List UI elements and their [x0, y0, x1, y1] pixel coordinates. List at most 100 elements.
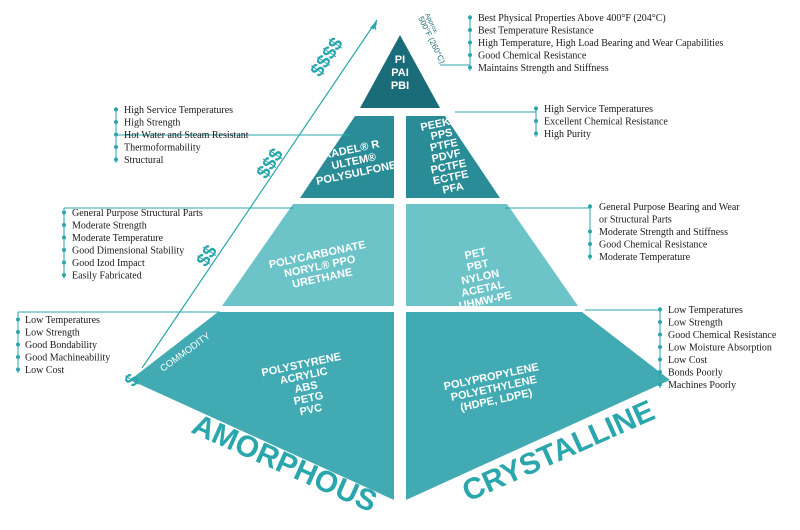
property-item: General Purpose Bearing and Wear	[599, 202, 740, 213]
property-item: Good Dimensional Stability	[72, 246, 184, 257]
bullet-dot	[534, 131, 538, 136]
property-item: Structural	[124, 155, 164, 166]
property-item: Moderate Temperature	[599, 252, 691, 263]
bullet-dot	[114, 145, 118, 149]
property-item: Moderate Temperature	[72, 233, 164, 244]
property-item: Good Chemical Resistance	[599, 240, 708, 251]
property-item: High Strength	[124, 118, 180, 129]
imidized-section	[360, 35, 440, 108]
property-item: Good Chemical Resistance	[668, 330, 777, 341]
property-item: Low Cost	[25, 365, 64, 376]
bullet-dot	[16, 330, 20, 334]
bullet-dot	[468, 53, 472, 57]
bullet-dot	[62, 260, 66, 265]
bullet-dot	[588, 254, 592, 259]
property-item: Moderate Strength and Stiffness	[599, 227, 728, 238]
property-item: or Structural Parts	[599, 215, 672, 226]
bullet-dot	[62, 273, 66, 277]
property-item: Moderate Strength	[72, 221, 147, 232]
com-crystalline-section	[406, 312, 670, 500]
property-item: Maintains Strength and Stiffness	[478, 63, 609, 74]
bullet-dot	[658, 320, 662, 324]
property-item: Low Moisture Absorption	[668, 343, 772, 354]
bullet-dot	[658, 307, 662, 312]
material-name: PBI	[391, 80, 409, 92]
bullet-dot	[588, 229, 592, 234]
property-item: Easily Fabricated	[72, 271, 142, 282]
bullet-dot	[658, 357, 662, 362]
bullet-dot	[16, 317, 20, 322]
tier-arrow-line	[141, 19, 378, 369]
bullet-dot	[62, 248, 66, 252]
property-item: Good Chemical Resistance	[478, 51, 587, 62]
bullet-dot	[114, 157, 118, 162]
property-item: Low Strength	[668, 318, 723, 329]
property-item: High Service Temperatures	[544, 104, 653, 115]
bullet-dot	[658, 332, 662, 337]
property-item: Best Physical Properties Above 400°F (20…	[478, 13, 666, 24]
bullet-dot	[468, 28, 472, 32]
bullet-dot	[114, 107, 118, 112]
tier-arrow-head	[370, 20, 377, 30]
property-item: Good Bondability	[25, 340, 97, 351]
property-item: Best Temperature Resistance	[478, 26, 594, 37]
properties-eng-amorphous: General Purpose Structural PartsModerate…	[62, 207, 294, 282]
bullet-dot	[62, 235, 66, 240]
bullet-dot	[658, 382, 662, 387]
bullet-dot	[16, 355, 20, 359]
bullet-dot	[468, 65, 472, 70]
property-item: Good Machineability	[25, 353, 110, 364]
cost-engineering: $$	[193, 241, 222, 271]
bullet-dot	[534, 119, 538, 123]
material-name: PAI	[391, 67, 409, 79]
property-item: Low Temperatures	[25, 315, 100, 326]
bullet-dot	[62, 210, 66, 215]
bullet-dot	[468, 40, 472, 45]
property-item: Bonds Poorly	[668, 368, 723, 379]
property-item: Hot Water and Steam Resistant	[124, 130, 249, 141]
property-item: Machines Poorly	[668, 380, 736, 391]
properties-eng-crystalline: General Purpose Bearing and Wear or Struc…	[505, 202, 740, 263]
property-item: Thermoformability	[124, 143, 201, 154]
bullet-dot	[534, 106, 538, 111]
material-name: PET	[464, 246, 488, 262]
cost-high-performance: $$$	[253, 144, 288, 182]
property-item: Low Strength	[25, 328, 80, 339]
bullet-dot	[658, 345, 662, 349]
bullet-dot	[468, 15, 472, 20]
com-amorphous-section	[130, 312, 394, 500]
eng-amorphous-section	[222, 204, 394, 306]
hp-amorphous-section	[300, 116, 394, 198]
bullet-dot	[114, 120, 118, 124]
property-item: Excellent Chemical Resistance	[544, 117, 668, 128]
hp-crystalline-section	[406, 116, 500, 198]
eng-crystalline-section	[406, 204, 578, 306]
bullet-dot	[114, 132, 118, 137]
bullet-dot	[16, 367, 20, 372]
tier-label-imidized: IMIDIZED	[354, 21, 387, 62]
bullet-dot	[588, 242, 592, 246]
property-item: High Service Temperatures	[124, 105, 233, 116]
material-name: PFA	[441, 181, 464, 197]
material-name: PVC	[299, 402, 324, 418]
bullet-dot	[16, 342, 20, 347]
material-name: PTFE	[429, 137, 459, 155]
material-name: ABS	[294, 379, 319, 396]
bullet-dot	[62, 223, 66, 227]
property-item: High Temperature, High Load Bearing and …	[478, 38, 723, 49]
material-name: PPS	[430, 127, 454, 143]
property-item: General Purpose Structural Parts	[72, 208, 203, 219]
property-item: Low Cost	[668, 355, 707, 366]
cost-imidized: $$$$	[307, 34, 348, 81]
property-item: Low Temperatures	[668, 305, 743, 316]
material-name: PBT	[466, 258, 490, 274]
temp-imidized: 500°F (260°C) Approx.	[416, 12, 447, 65]
property-item: High Purity	[544, 129, 591, 140]
